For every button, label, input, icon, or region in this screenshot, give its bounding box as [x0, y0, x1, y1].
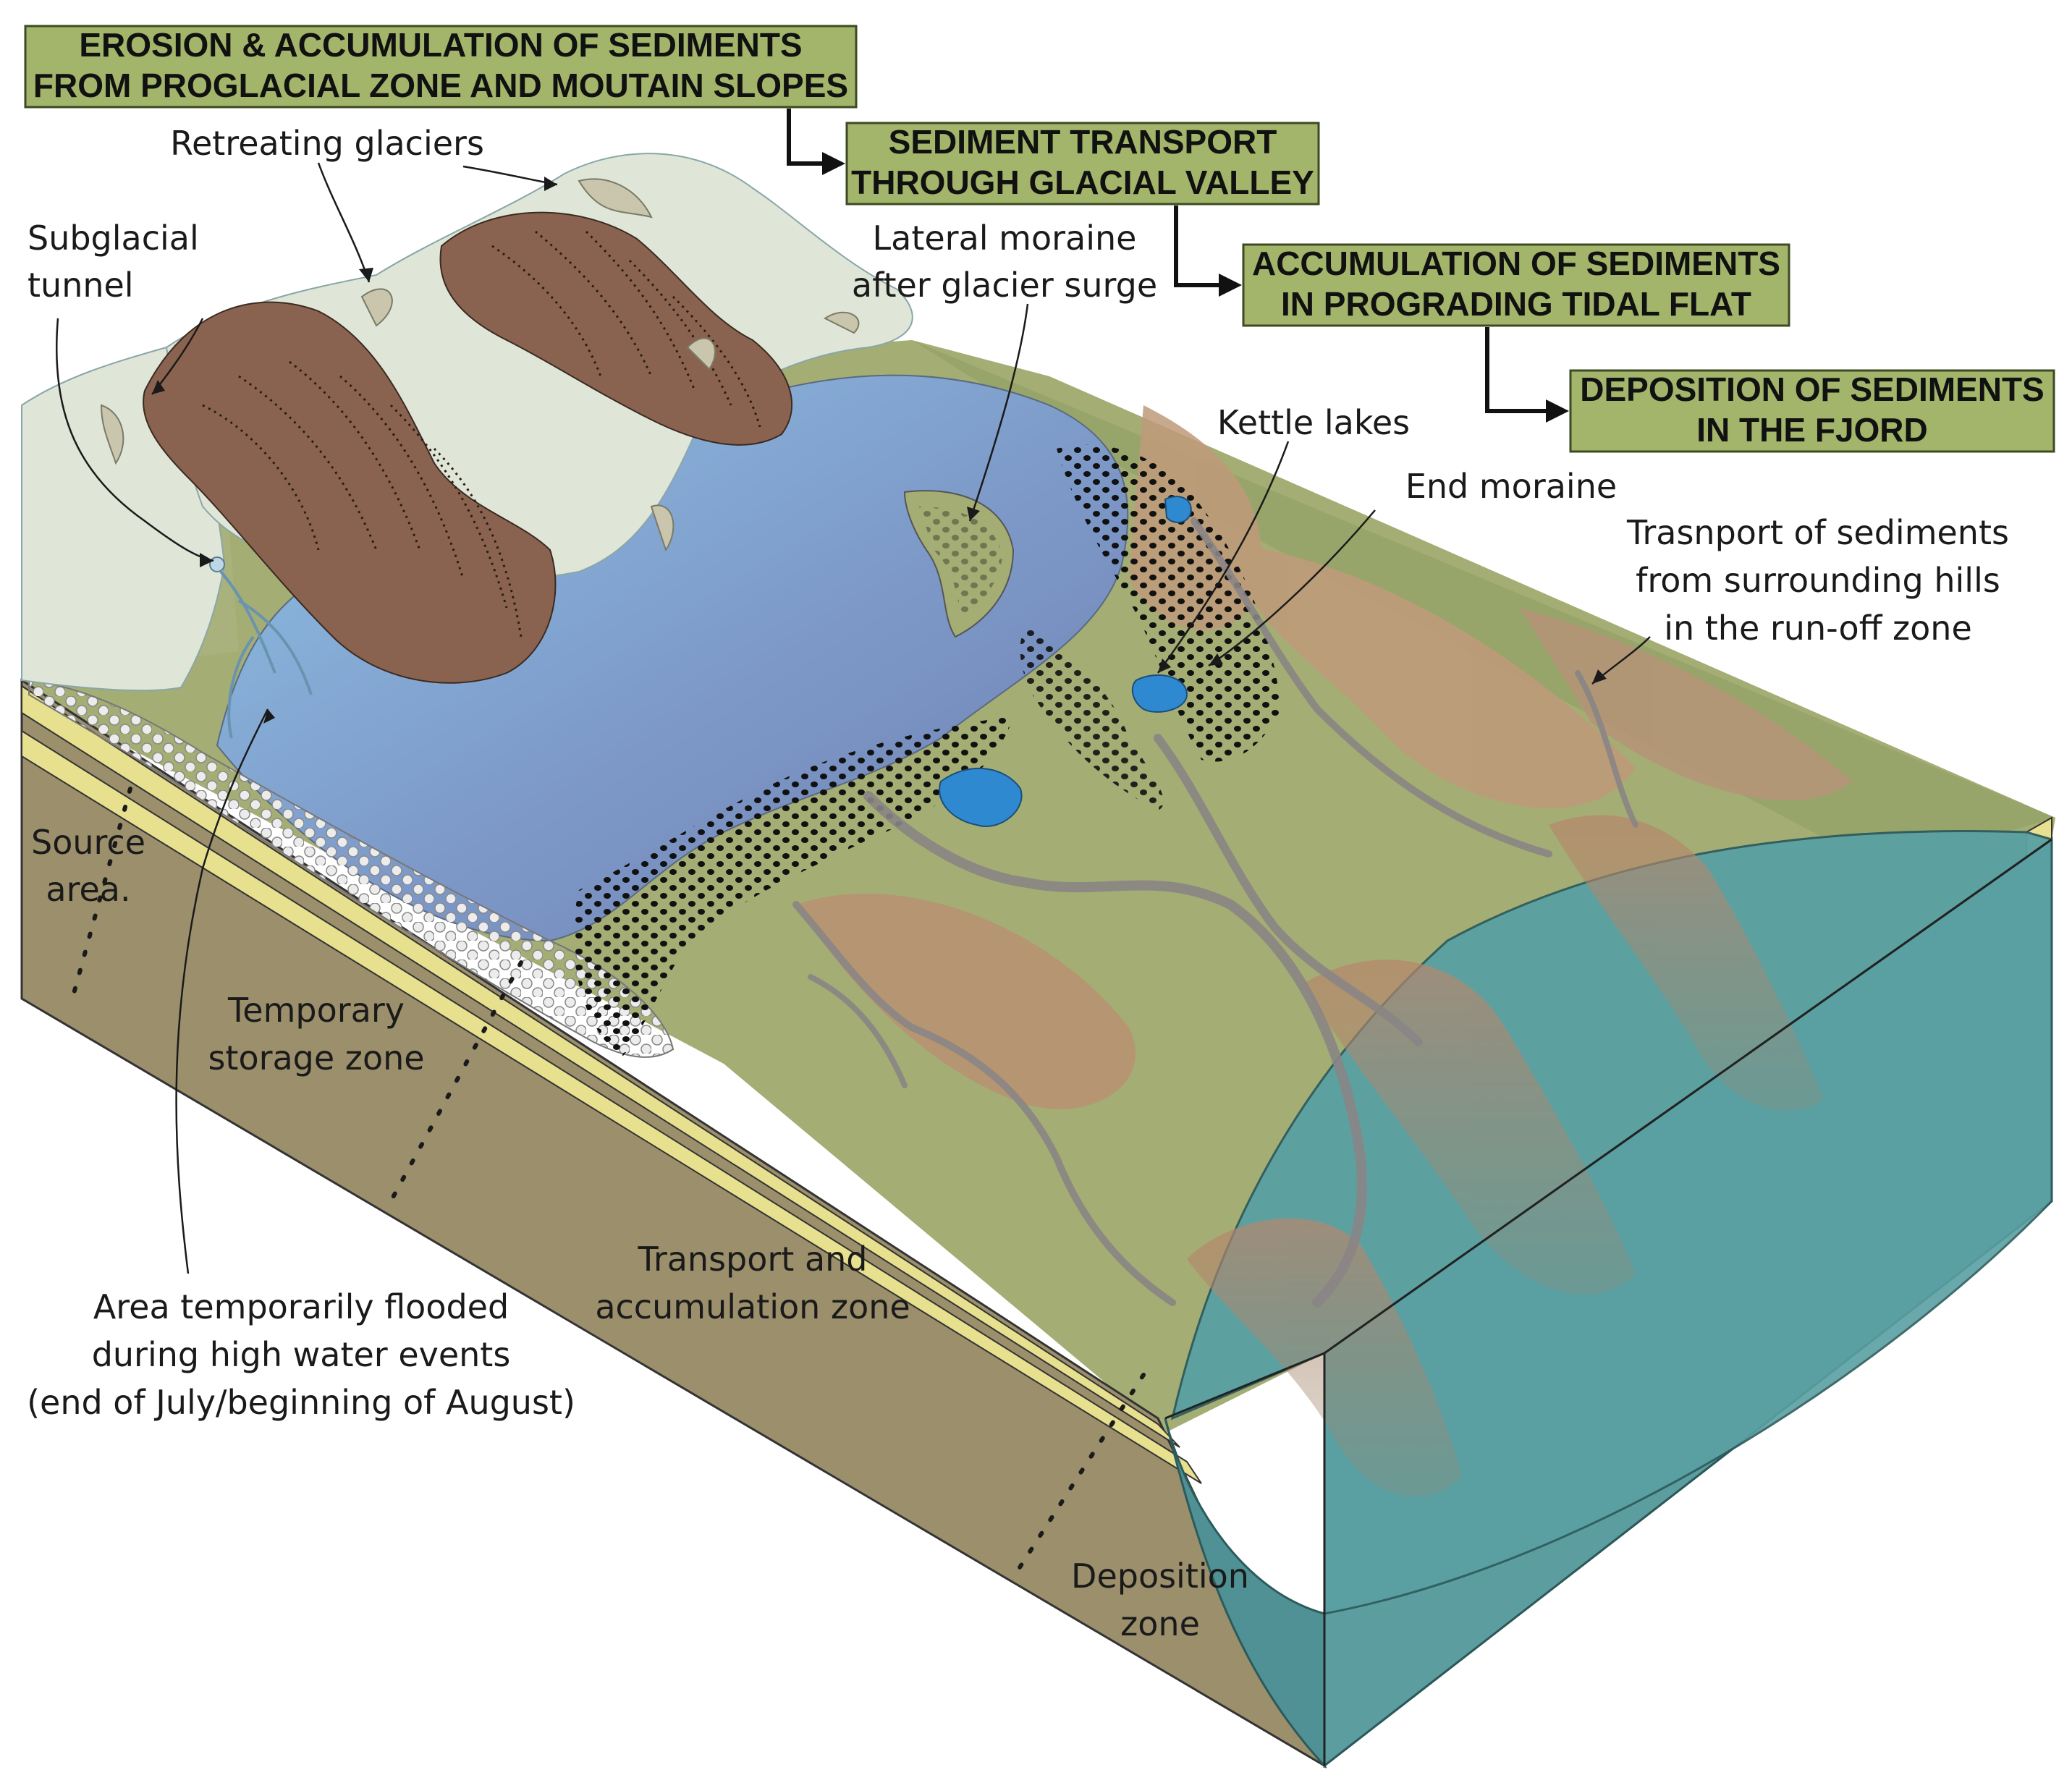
- label-deposition-zone-2: zone: [1120, 1604, 1200, 1643]
- label-area-flooded-3: (end of July/beginning of August): [27, 1383, 575, 1422]
- label-temporary-storage-2: storage zone: [208, 1038, 424, 1077]
- sand-layer-1: [21, 685, 1180, 1448]
- flow-arrow-1-head: [822, 152, 845, 175]
- fjord-section: [1164, 1418, 1326, 1769]
- process-stages: EROSION & ACCUMULATION OF SEDIMENTS FROM…: [24, 25, 2055, 453]
- stage-erosion-line1: EROSION & ACCUMULATION OF SEDIMENTS: [79, 26, 802, 64]
- label-source-area-1: Source: [31, 823, 145, 862]
- flow-arrow-1: [787, 109, 825, 166]
- crevasses: [202, 230, 761, 638]
- stage-transport-line2: THROUGH GLACIAL VALLEY: [851, 164, 1314, 201]
- lateral-moraine-texture: [919, 507, 1002, 619]
- fjord-edge-lines: [1164, 838, 2052, 1766]
- glacier-tongue-left: [143, 301, 557, 684]
- pebble-beach: [28, 679, 675, 1058]
- label-end-moraine: End moraine: [1405, 467, 1617, 506]
- label-area-flooded-2: during high water events: [92, 1335, 511, 1374]
- stage-accumulation-line2: IN PROGRADING TIDAL FLAT: [1281, 285, 1751, 323]
- label-transport-hills-2: from surrounding hills: [1636, 561, 2000, 600]
- stage-accumulation-line1: ACCUMULATION OF SEDIMENTS: [1252, 245, 1780, 282]
- annotations: Retreating glaciers Subglacial tunnel La…: [27, 124, 2009, 1643]
- label-transport-zone-2: accumulation zone: [595, 1287, 910, 1326]
- kettle-lake: [939, 767, 1023, 827]
- label-subglacial-tunnel-1: Subglacial: [28, 219, 199, 258]
- glacier-tongue-right: [439, 211, 793, 446]
- rock-outcrops: [100, 178, 860, 552]
- label-lateral-moraine-1: Lateral moraine: [873, 219, 1137, 258]
- terrain-block: [20, 153, 2055, 1769]
- label-temporary-storage-1: Temporary: [227, 991, 405, 1030]
- stage-box-deposition: DEPOSITION OF SEDIMENTS IN THE FJORD: [1569, 369, 2055, 453]
- flow-arrow-3-head: [1546, 399, 1569, 423]
- label-transport-hills-3: in the run-off zone: [1664, 609, 1972, 648]
- flow-arrow-2: [1174, 206, 1223, 287]
- label-subglacial-tunnel-2: tunnel: [28, 266, 134, 305]
- leader-lines: [55, 162, 1651, 1274]
- label-transport-hills-1: Trasnport of sediments: [1626, 513, 2009, 552]
- stage-box-erosion: EROSION & ACCUMULATION OF SEDIMENTS FROM…: [24, 25, 858, 109]
- river-channels: [792, 517, 1638, 1308]
- flow-arrow-3: [1485, 327, 1549, 413]
- meltwater-streams: [219, 570, 313, 739]
- subglacial-tunnel-outlet: [209, 556, 225, 572]
- label-source-area-2: area.: [46, 870, 130, 909]
- stage-box-accumulation: ACCUMULATION OF SEDIMENTS IN PROGRADING …: [1242, 243, 1790, 327]
- label-kettle-lakes: Kettle lakes: [1217, 403, 1410, 442]
- label-lateral-moraine-2: after glacier surge: [852, 266, 1157, 305]
- stage-deposition-line1: DEPOSITION OF SEDIMENTS: [1580, 370, 2044, 408]
- kettle-lakes: [939, 496, 1192, 827]
- stage-erosion-line2: FROM PROGLACIAL ZONE AND MOUTAIN SLOPES: [33, 67, 848, 104]
- label-deposition-zone-1: Deposition: [1071, 1557, 1249, 1596]
- zone-dividers: [70, 787, 1146, 1580]
- sand-layer-2: [21, 729, 1202, 1484]
- kettle-lake: [1131, 674, 1188, 713]
- stage-box-transport: SEDIMENT TRANSPORT THROUGH GLACIAL VALLE…: [845, 122, 1320, 206]
- end-moraine-belts: [573, 444, 1281, 1056]
- stage-transport-line1: SEDIMENT TRANSPORT: [889, 123, 1277, 161]
- stage-deposition-line2: IN THE FJORD: [1696, 411, 1927, 449]
- label-transport-zone-1: Transport and: [637, 1240, 867, 1279]
- fjord-front-water: [1323, 837, 2053, 1615]
- label-area-flooded-1: Area temporarily flooded: [93, 1287, 509, 1326]
- flow-arrow-2-head: [1219, 274, 1242, 297]
- label-retreating-glaciers: Retreating glaciers: [170, 124, 484, 163]
- kettle-lake: [1164, 496, 1192, 523]
